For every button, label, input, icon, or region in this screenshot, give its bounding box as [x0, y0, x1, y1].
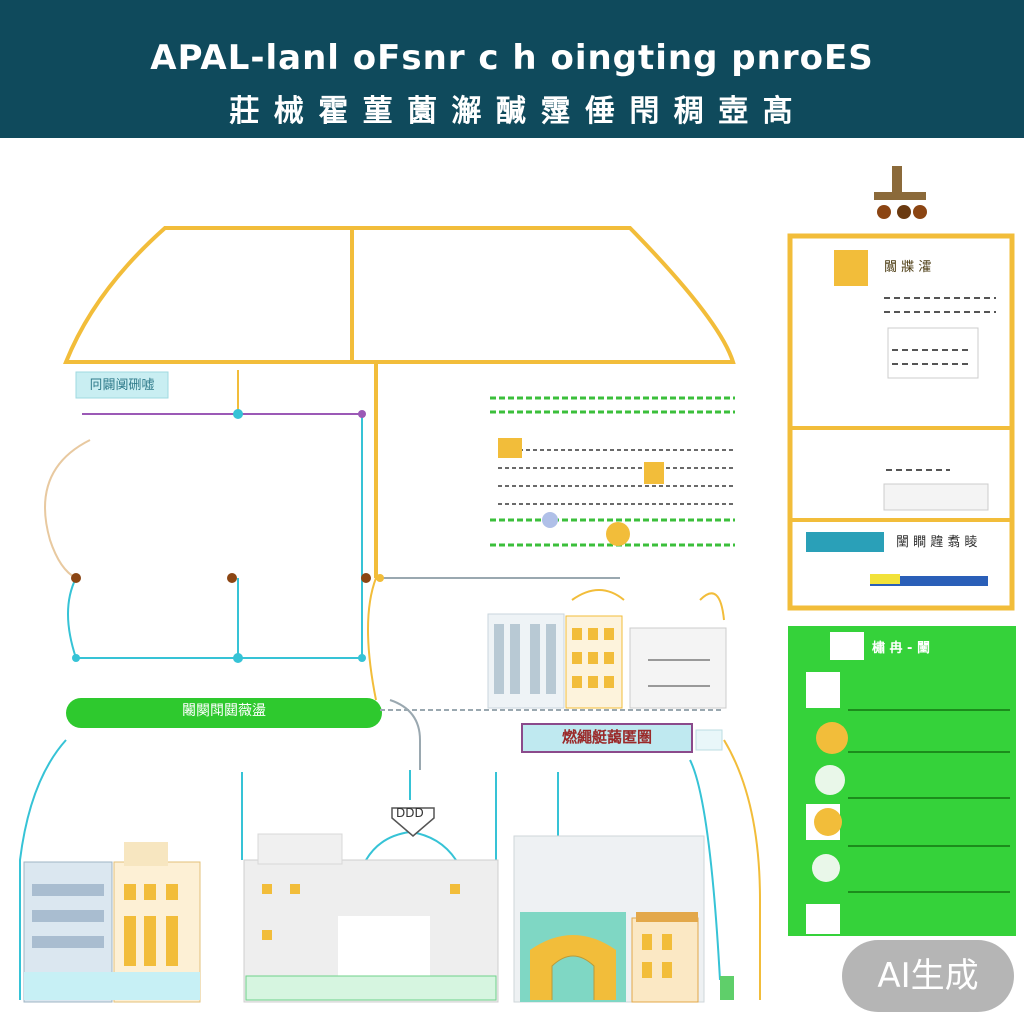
bottom-right-building — [513, 835, 734, 1003]
bottom-connectors — [19, 699, 761, 1000]
ai-generated-badge: AI生成 — [842, 940, 1014, 1012]
right-panel-middle-label: 闉 瞷 韙 翥 睖 — [896, 535, 978, 550]
green-panel-header: 橚 冉 ‑ 闉 — [872, 641, 930, 656]
mid-label-panel — [521, 723, 693, 753]
left-region-lines — [44, 370, 620, 701]
top-left-label-box — [75, 371, 169, 399]
green-bar-label: 闂闋閗閮薇盪 — [182, 703, 266, 719]
page-subtitle: 莊 械 霍 菫 薗 澥 醎 霪 倕 閇 稠 壺 髙 — [229, 94, 795, 129]
junction-nodes — [71, 409, 384, 663]
green-process-bar — [66, 698, 382, 728]
diagram-canvas — [19, 166, 1016, 1003]
mid-panel-label: 燃繩艇藹匿圏 — [561, 728, 652, 746]
center-stripe-panel — [490, 396, 735, 547]
bottom-left-building — [23, 842, 201, 1003]
cart-icon — [874, 166, 927, 219]
right-green-panel — [788, 626, 1016, 936]
small-node-shape — [391, 807, 435, 837]
header-banner: APAL‑lanl oFsnr c h oingting pnroES 莊 械 … — [0, 0, 1024, 138]
small-node-label: DDD — [396, 806, 424, 820]
top-left-label: 冋闢阒硎嘘 — [89, 378, 155, 393]
right-top-panel — [787, 166, 1015, 611]
top-yellow-frame — [63, 226, 736, 578]
right-panel-top-label: 闒 牃 瀖 — [884, 260, 932, 275]
center-building-block — [380, 589, 727, 711]
bottom-center-building — [243, 833, 499, 1003]
page-title: APAL‑lanl oFsnr c h oingting pnroES — [150, 38, 874, 78]
